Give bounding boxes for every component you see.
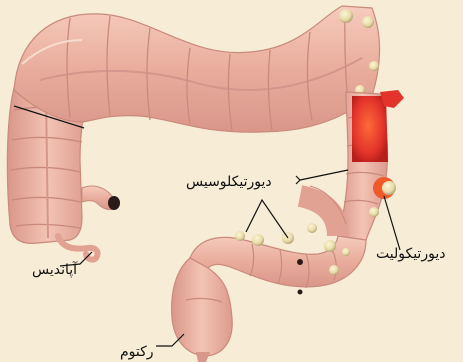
diverticulitis-pouch [382,181,396,195]
leader-line-diverticulosis-lower [246,200,288,238]
rectum-label: رکتوم [120,344,154,360]
rectum [172,258,233,362]
descending-colon [338,90,404,240]
inflamed-segment [352,96,388,162]
diverticulitis-label: دیورتیکولیت [376,246,445,262]
leader-line-diverticulosis-upper [300,170,348,180]
diverticulosis-label: دیورتیکلوسیس [186,174,272,190]
leader-line-diverticulitis [384,196,400,250]
transverse-colon [14,6,380,132]
leader-arrowhead [296,176,300,184]
appendix-label: آپاندیس [32,262,77,278]
